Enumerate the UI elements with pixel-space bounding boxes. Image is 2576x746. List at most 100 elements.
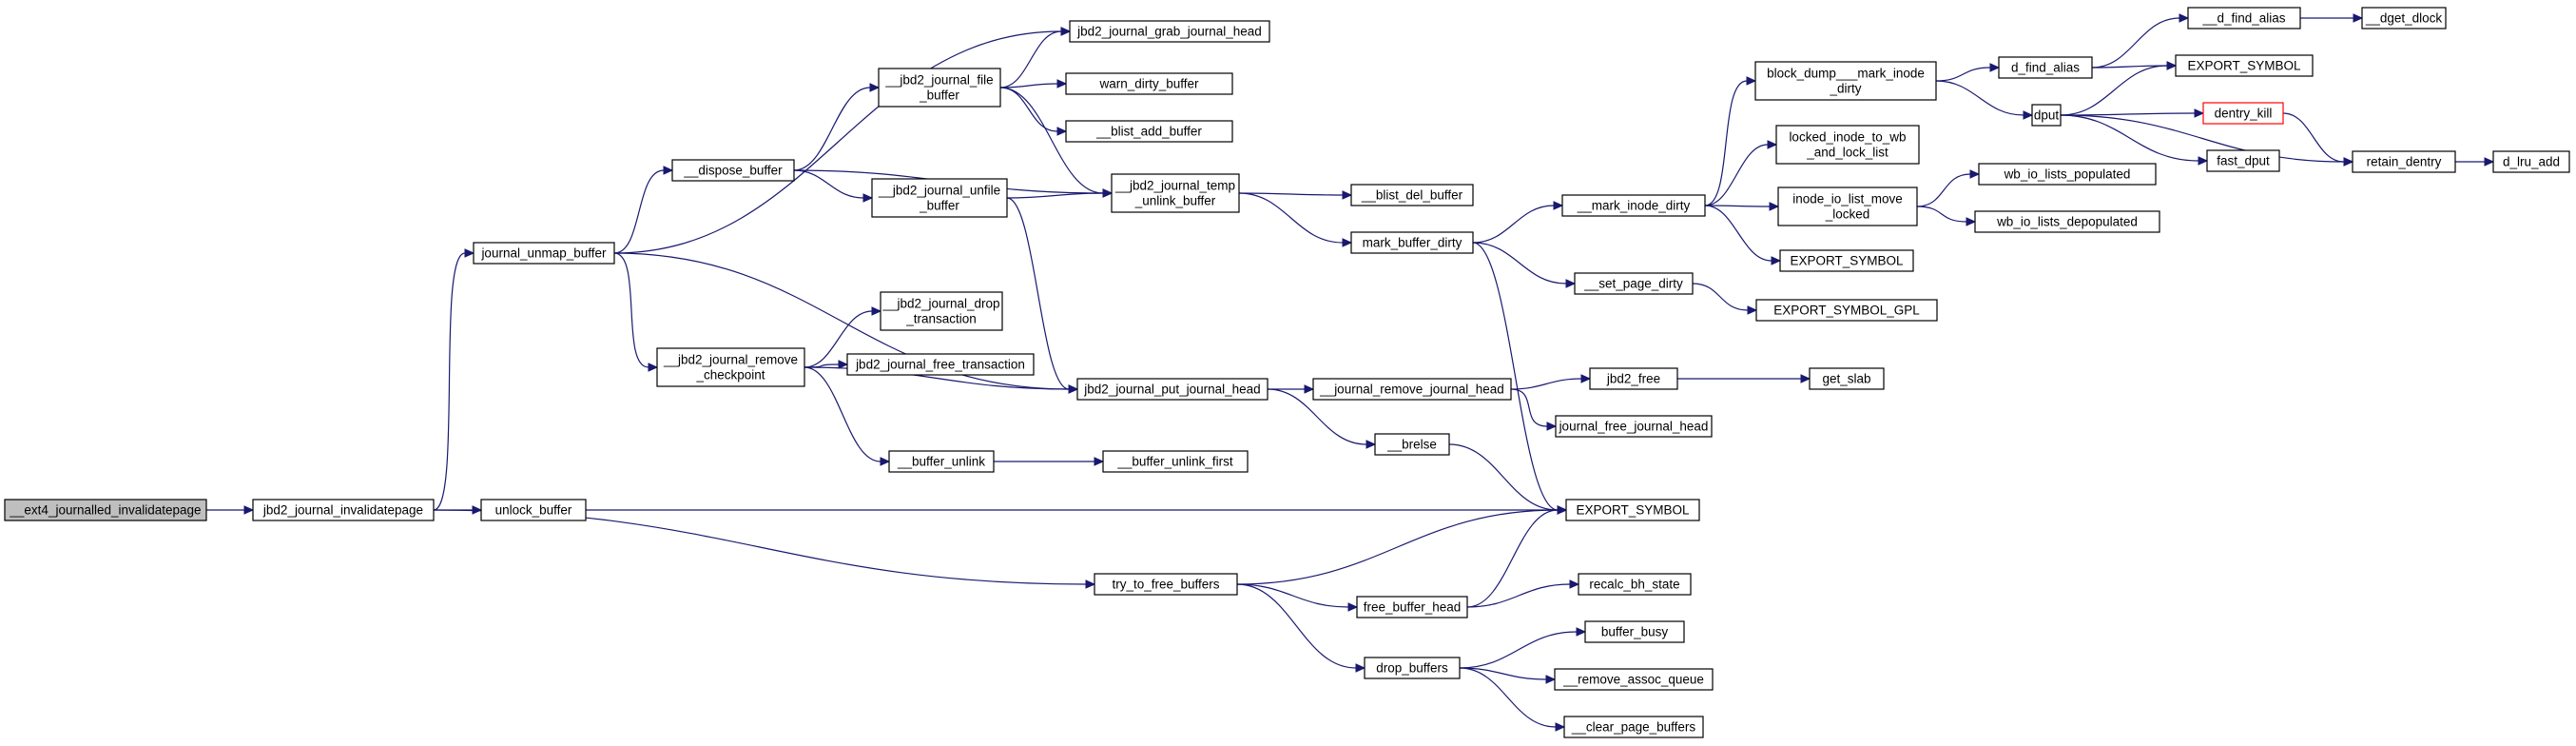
edge-inodemove-to-wbpop <box>1916 173 1971 207</box>
arrowhead-markinode-to-export_mid <box>1771 256 1782 265</box>
node-bunlinkfirst[interactable]: __buffer_unlink_first <box>1102 450 1249 473</box>
node-box <box>1374 433 1450 456</box>
node-label: __brelse <box>1386 438 1437 452</box>
arrowhead-ext4_jinv-to-jbd2_jinv <box>243 505 255 515</box>
node-box <box>871 178 1008 218</box>
arrowhead-jfile-to-warndirty <box>1056 79 1068 88</box>
node-dput[interactable]: dput <box>2031 104 2062 127</box>
node-bufbusy[interactable]: buffer_busy <box>1584 620 1685 643</box>
node-label: dentry_kill <box>2215 107 2273 121</box>
node-clearpage[interactable]: __clear_page_buffers <box>1563 716 1704 738</box>
node-unmap[interactable]: journal_unmap_buffer <box>473 242 615 265</box>
arrowhead-inodemove-to-wbdepop <box>1966 217 1977 226</box>
node-blockdump[interactable]: block_dump___mark_inode_dirty <box>1754 61 1937 101</box>
edge-jremcp-to-bunlink <box>804 366 881 462</box>
node-export_main[interactable]: EXPORT_SYMBOL <box>1565 499 1700 521</box>
node-jremcp[interactable]: __jbd2_journal_remove_checkpoint <box>656 347 805 387</box>
node-grabjh[interactable]: jbd2_journal_grab_journal_head <box>1069 20 1270 43</box>
node-fastdput[interactable]: fast_dput <box>2206 149 2280 172</box>
edge-jfile-to-grabjh <box>999 30 1062 88</box>
node-export_top[interactable]: EXPORT_SYMBOL <box>2175 54 2314 77</box>
node-wbdepop[interactable]: wb_io_lists_depopulated <box>1974 210 2160 233</box>
node-jtemp[interactable]: __jbd2_journal_temp_unlink_buffer <box>1111 173 1240 213</box>
node-dispose[interactable]: __dispose_buffer <box>671 159 795 182</box>
node-remassoc[interactable]: __remove_assoc_queue <box>1554 668 1714 691</box>
node-label: wb_io_lists_populated <box>2004 167 2131 182</box>
arrowhead-junfile-to-jtemp <box>1102 188 1114 198</box>
edge-dput-to-dentrykill <box>2060 112 2196 116</box>
node-warndirty[interactable]: warn_dirty_buffer <box>1065 72 1233 95</box>
arrowhead-setpage-to-export_gpl <box>1747 305 1758 315</box>
arrowhead-dispose-to-jfile <box>869 83 881 92</box>
node-ttfb[interactable]: try_to_free_buffers <box>1094 573 1238 596</box>
node-jremjh[interactable]: __journal_remove_journal_head <box>1312 378 1512 401</box>
node-markdirty[interactable]: mark_buffer_dirty <box>1350 231 1474 254</box>
node-jdrop[interactable]: __jbd2_journal_drop_transaction <box>880 291 1003 331</box>
node-box <box>1312 378 1512 401</box>
node-label: inode_io_list_move <box>1792 192 1903 206</box>
node-jfreejh[interactable]: journal_free_journal_head <box>1555 415 1713 438</box>
arrowhead-jremcp-to-jfreetx <box>838 360 849 369</box>
edge-markdirty-to-setpage <box>1472 242 1567 285</box>
arrowhead-markdirty-to-setpage <box>1565 279 1577 288</box>
node-bunlink[interactable]: __buffer_unlink <box>888 450 995 473</box>
edge-junfile-to-putjh <box>1006 197 1070 390</box>
edge-dput-to-retain <box>2060 114 2345 163</box>
node-dentrykill[interactable]: dentry_kill <box>2202 102 2284 125</box>
node-recalc[interactable]: recalc_bh_state <box>1578 573 1692 596</box>
node-wbpop[interactable]: wb_io_lists_populated <box>1978 163 2157 186</box>
node-ext4_jinv[interactable]: __ext4_journalled_invalidatepage <box>4 499 207 521</box>
node-retain[interactable]: retain_dentry <box>2352 150 2456 173</box>
node-label: __jbd2_journal_temp <box>1114 179 1235 193</box>
node-box <box>1554 668 1714 691</box>
arrowhead-blockdump-to-dput <box>2023 110 2034 120</box>
node-dgetdlock[interactable]: __dget_dlock <box>2361 7 2447 29</box>
node-lockedinode[interactable]: locked_inode_to_wb_and_lock_list <box>1775 125 1920 165</box>
node-blistdel[interactable]: __blist_del_buffer <box>1350 184 1474 206</box>
edge-dentrykill-to-retain <box>2282 112 2345 163</box>
edge-brelse-to-export_main <box>1448 443 1559 511</box>
node-jbd2_jinv[interactable]: jbd2_journal_invalidatepage <box>252 499 435 521</box>
edge-dispose-to-jfile <box>793 87 871 171</box>
edge-dropbuf-to-bufbusy <box>1459 631 1578 669</box>
node-jfile[interactable]: __jbd2_journal_file_buffer <box>878 68 1001 108</box>
arrowhead-dentrykill-to-retain <box>2343 157 2354 167</box>
node-jbd2free[interactable]: jbd2_free <box>1589 367 1678 390</box>
node-freebh[interactable]: free_buffer_head <box>1356 596 1468 618</box>
node-getslab[interactable]: get_slab <box>1809 367 1885 390</box>
node-export_mid[interactable]: EXPORT_SYMBOL <box>1779 249 1914 272</box>
node-brelse[interactable]: __brelse <box>1374 433 1450 456</box>
node-markinode[interactable]: __mark_inode_dirty <box>1561 194 1706 217</box>
node-inodemove[interactable]: inode_io_list_move_locked <box>1777 186 1918 226</box>
arrowhead-jbd2_jinv-to-ttfb <box>1085 579 1096 589</box>
node-dfindalias[interactable]: d_find_alias <box>1998 56 2093 79</box>
node-export_gpl[interactable]: EXPORT_SYMBOL_GPL <box>1755 299 1938 322</box>
node-box <box>1094 573 1238 596</box>
node-label: try_to_free_buffers <box>1112 578 1219 592</box>
node-label: d_find_alias <box>2011 61 2080 75</box>
node-setpage[interactable]: __set_page_dirty <box>1574 272 1694 295</box>
node-ddfindalias[interactable]: __d_find_alias <box>2187 7 2301 29</box>
node-dropbuf[interactable]: drop_buffers <box>1364 657 1461 679</box>
node-jfreetx[interactable]: jbd2_journal_free_transaction <box>846 353 1035 376</box>
node-blistadd[interactable]: __blist_add_buffer <box>1065 120 1233 143</box>
node-label: buffer_busy <box>1601 625 1669 639</box>
node-junfile[interactable]: __jbd2_journal_unfile_buffer <box>871 178 1008 218</box>
node-label: wb_io_lists_depopulated <box>1996 215 2138 229</box>
node-box <box>1974 210 2160 233</box>
node-dlruadd[interactable]: d_lru_add <box>2492 150 2570 173</box>
edge-jremjh-to-jfreejh <box>1510 388 1548 427</box>
arrowhead-dput-to-fastdput <box>2198 156 2209 166</box>
node-unlock[interactable]: unlock_buffer <box>480 499 587 521</box>
node-putjh[interactable]: jbd2_journal_put_journal_head <box>1076 378 1269 401</box>
edge-dispose-to-junfile <box>793 169 864 199</box>
edge-dput-to-fastdput <box>2060 114 2199 162</box>
edge-putjh-to-brelse <box>1267 388 1367 445</box>
edge-unmap-to-grabjh <box>613 30 1062 254</box>
node-box <box>1555 415 1713 438</box>
node-label: __journal_remove_journal_head <box>1319 383 1504 397</box>
arrowhead-bunlink-to-bunlinkfirst <box>1094 457 1105 466</box>
node-box <box>1102 450 1249 473</box>
edge-jtemp-to-blistdel <box>1238 192 1344 196</box>
arrowhead-unmap-to-jremcp <box>648 363 659 372</box>
